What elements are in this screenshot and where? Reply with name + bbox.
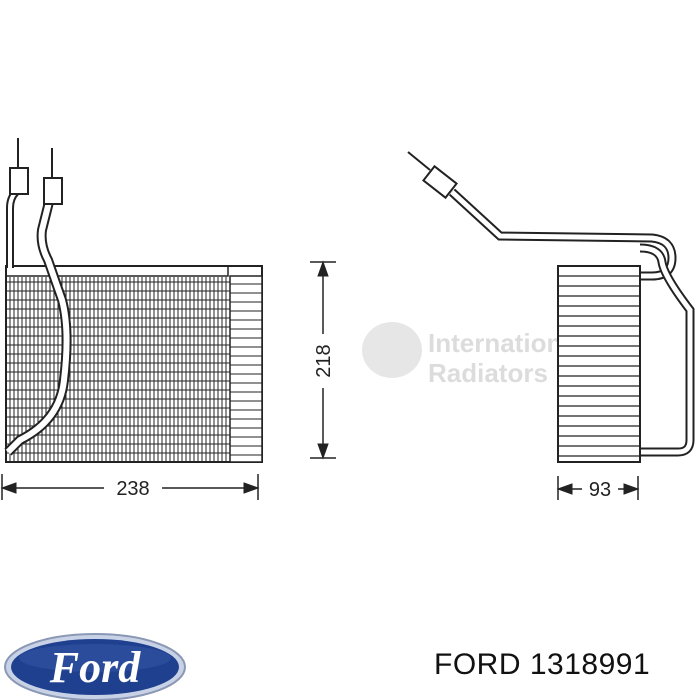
ford-logo-oval — [11, 639, 179, 695]
pipe-right-fitting — [43, 177, 63, 205]
watermark-line-2: Radiators — [428, 358, 548, 388]
width-label-bg — [104, 474, 162, 500]
side-core-block — [557, 265, 641, 463]
side-return-pipe-inner — [639, 245, 693, 455]
core-top-header — [5, 265, 229, 277]
height-dimension — [310, 260, 336, 460]
side-pipe-fitting — [422, 164, 458, 200]
width-arrow-right — [243, 482, 260, 494]
depth-dimension — [556, 476, 640, 502]
width-arrow-left — [0, 482, 17, 494]
width-dimension — [0, 474, 260, 500]
watermark-emblem — [362, 322, 422, 378]
depth-arrow-right — [623, 483, 640, 495]
end-plate-lines — [230, 283, 262, 456]
ford-logo-highlight — [19, 644, 171, 672]
part-number: 1318991 — [529, 648, 651, 681]
core-end-plate — [229, 275, 263, 463]
front-view — [4, 138, 263, 463]
ford-logo: Ford — [4, 633, 186, 700]
height-dimension-label: 218 — [313, 344, 335, 377]
width-dimension-label: 238 — [116, 478, 149, 500]
ford-logo-text: Ford — [49, 643, 141, 692]
height-label-bg — [310, 334, 336, 388]
height-arrow-top — [317, 260, 329, 277]
watermark: International Radiators — [362, 322, 584, 388]
depth-arrow-left — [556, 483, 573, 495]
side-core-fins — [558, 275, 640, 457]
pipe-left-fitting — [9, 167, 29, 195]
depth-dimension-label: 93 — [589, 479, 611, 501]
side-pipe-outer — [448, 188, 677, 281]
part-brand: FORD — [434, 648, 521, 681]
side-view — [407, 151, 695, 463]
part-number-label: FORD 1318991 — [434, 648, 650, 682]
side-pipe-inner — [450, 190, 675, 279]
side-pipe-stub — [407, 151, 431, 171]
pipe-right-inner — [5, 197, 70, 455]
depth-label-bg — [582, 476, 618, 502]
height-arrow-bottom — [317, 443, 329, 460]
